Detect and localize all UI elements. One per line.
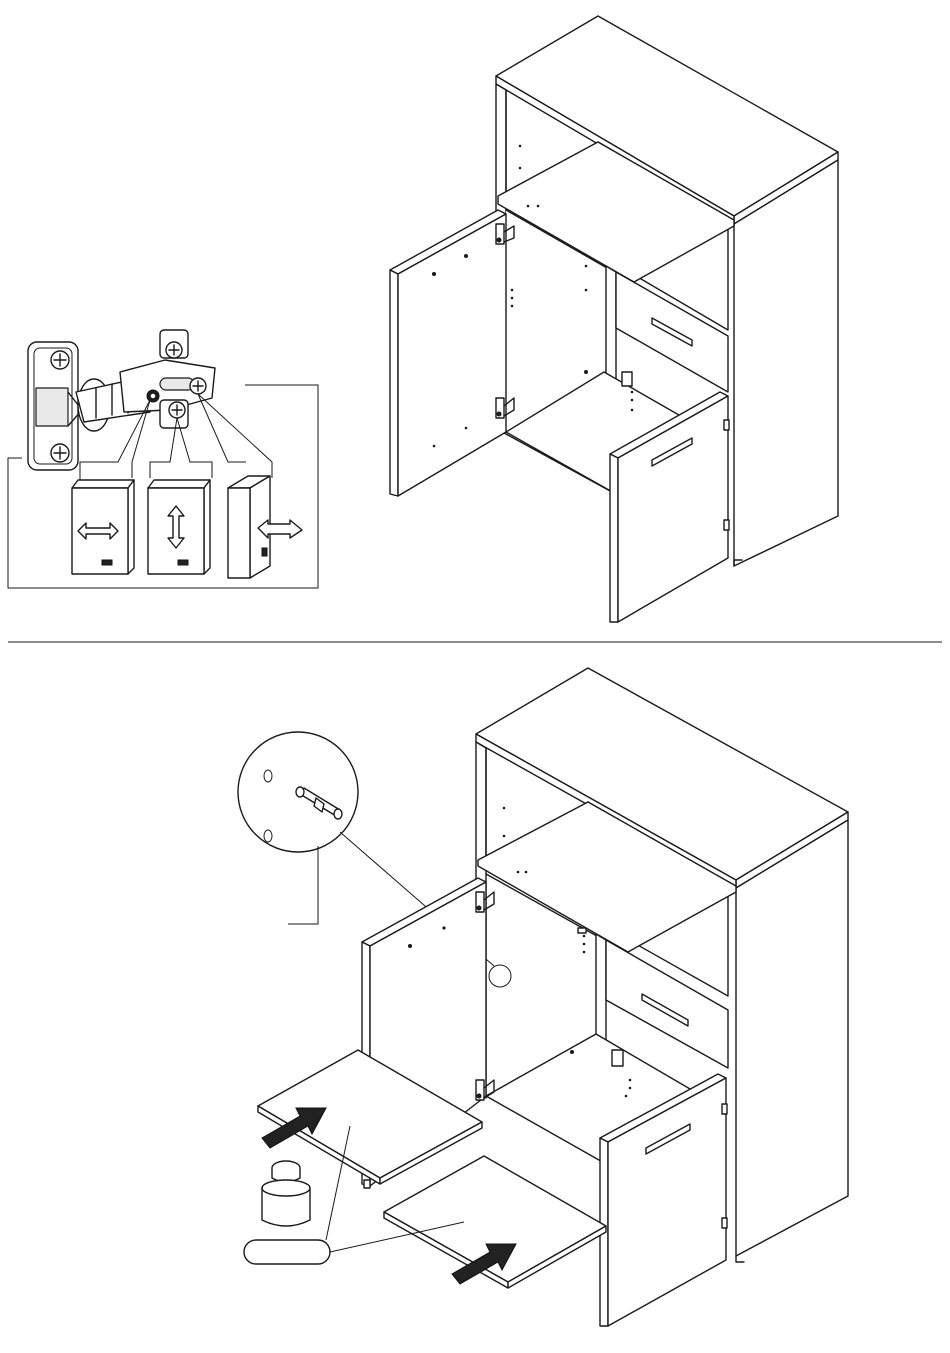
shelf-lower (384, 1156, 606, 1288)
left-door-open (390, 210, 506, 496)
label-bubble (244, 1240, 330, 1264)
weight-icon (262, 1161, 310, 1226)
hinge-adjust-vertical (148, 480, 210, 574)
double-arrow-depth-icon (258, 520, 302, 538)
hinge-adjust-depth (228, 476, 302, 578)
leader-right-screw-2 (198, 394, 272, 478)
cabinet-top-view (390, 16, 838, 622)
hinge-adjustment-step (8, 330, 318, 588)
shelf-insertion-step (238, 668, 848, 1326)
hinge-adjust-horizontal (72, 480, 134, 574)
hinge-mounting-plate (28, 342, 82, 470)
leader-right-screw (198, 394, 246, 462)
